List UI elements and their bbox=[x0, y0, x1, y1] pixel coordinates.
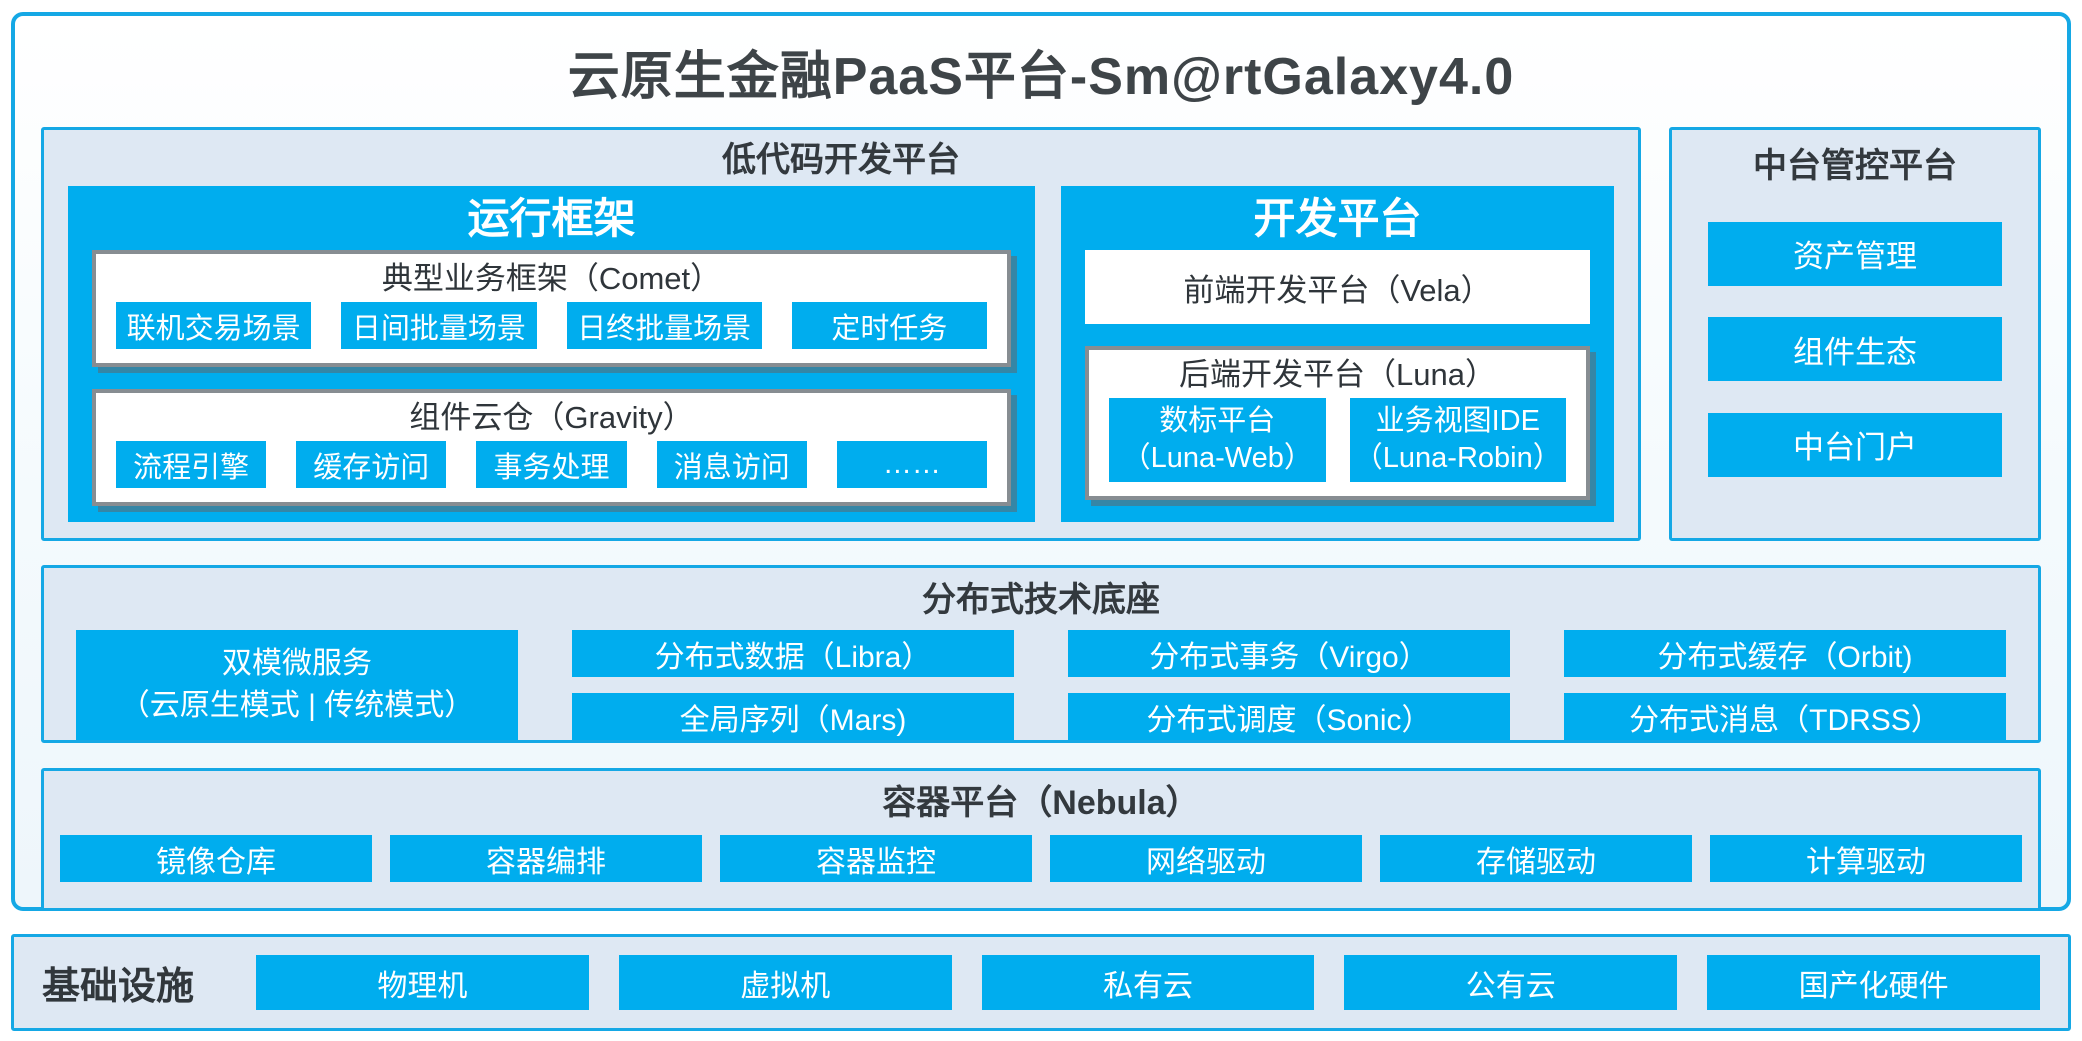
dist-item-mars: 全局序列（Mars) bbox=[572, 693, 1014, 740]
distributed-base-panel: 分布式技术底座 双模微服务 （云原生模式 | 传统模式） 分布式数据（Libra… bbox=[41, 565, 2041, 743]
infra-item-public-cloud: 公有云 bbox=[1344, 955, 1678, 1010]
distributed-column-2: 分布式事务（Virgo） 分布式调度（Sonic） bbox=[1068, 630, 1510, 740]
infrastructure-panel: 基础设施 物理机 虚拟机 私有云 公有云 国产化硬件 bbox=[11, 934, 2071, 1031]
luna-web-name: 数标平台 bbox=[1159, 404, 1276, 437]
gravity-item-transaction: 事务处理 bbox=[476, 441, 627, 488]
container-item-monitoring: 容器监控 bbox=[720, 835, 1032, 882]
infra-item-virtual-machine: 虚拟机 bbox=[618, 955, 952, 1010]
container-item-image-registry: 镜像仓库 bbox=[60, 835, 372, 882]
comet-item-online-trading: 联机交易场景 bbox=[116, 302, 312, 349]
luna-items-row: 数标平台 （Luna-Web） 业务视图IDE （Luna-Robin） bbox=[1109, 398, 1566, 482]
gravity-item-process-engine: 流程引擎 bbox=[116, 441, 267, 488]
gravity-item-ellipsis: …… bbox=[836, 441, 988, 488]
comet-items-row: 联机交易场景 日间批量场景 日终批量场景 定时任务 bbox=[116, 302, 988, 349]
gravity-item-message-access: 消息访问 bbox=[656, 441, 807, 488]
gravity-component-box: 组件云仓（Gravity） 流程引擎 缓存访问 事务处理 消息访问 …… bbox=[92, 389, 1012, 506]
luna-backend-box: 后端开发平台（Luna） 数标平台 （Luna-Web） 业务视图IDE （Lu… bbox=[1085, 346, 1590, 500]
dist-item-libra: 分布式数据（Libra） bbox=[572, 630, 1014, 677]
dual-mode-line2: （云原生模式 | 传统模式） bbox=[119, 689, 475, 722]
dev-platform-box: 开发平台 前端开发平台（Vela） 后端开发平台（Luna） 数标平台 （Lun… bbox=[1061, 186, 1614, 522]
dist-item-virgo: 分布式事务（Virgo） bbox=[1068, 630, 1510, 677]
lowcode-platform-body: 运行框架 典型业务框架（Comet） 联机交易场景 日间批量场景 日终批量场景 … bbox=[68, 186, 1614, 522]
gravity-component-title: 组件云仓（Gravity） bbox=[409, 400, 694, 435]
container-item-orchestration: 容器编排 bbox=[390, 835, 702, 882]
distributed-base-title: 分布式技术底座 bbox=[922, 581, 1160, 619]
runtime-framework-box: 运行框架 典型业务框架（Comet） 联机交易场景 日间批量场景 日终批量场景 … bbox=[68, 186, 1036, 522]
page-title: 云原生金融PaaS平台-Sm@rtGalaxy4.0 bbox=[567, 48, 1515, 106]
gravity-item-cache-access: 缓存访问 bbox=[296, 441, 447, 488]
luna-web-code: （Luna-Web） bbox=[1121, 442, 1313, 474]
mid-item-portal: 中台门户 bbox=[1708, 412, 2002, 477]
luna-robin-name: 业务视图IDE bbox=[1375, 404, 1540, 437]
mid-platform-items: 资产管理 组件生态 中台门户 bbox=[1708, 190, 2002, 508]
dev-platform-title: 开发平台 bbox=[1253, 195, 1422, 242]
lowcode-platform-panel: 低代码开发平台 运行框架 典型业务框架（Comet） 联机交易场景 日间批量场景… bbox=[41, 127, 1641, 541]
infra-item-private-cloud: 私有云 bbox=[981, 955, 1315, 1010]
container-item-storage-driver: 存储驱动 bbox=[1380, 835, 1692, 882]
vela-frontend-box: 前端开发平台（Vela） bbox=[1085, 250, 1590, 324]
container-item-compute-driver: 计算驱动 bbox=[1710, 835, 2022, 882]
luna-robin-code: （Luna-Robin） bbox=[1353, 442, 1562, 474]
top-row: 低代码开发平台 运行框架 典型业务框架（Comet） 联机交易场景 日间批量场景… bbox=[41, 127, 2041, 541]
luna-item-web: 数标平台 （Luna-Web） bbox=[1109, 398, 1326, 482]
mid-item-component-ecosystem: 组件生态 bbox=[1708, 317, 2002, 381]
distributed-column-3: 分布式缓存（Orbit) 分布式消息（TDRSS） bbox=[1564, 630, 2006, 740]
dist-item-sonic: 分布式调度（Sonic） bbox=[1068, 693, 1510, 740]
infra-item-domestic-hardware: 国产化硬件 bbox=[1707, 955, 2040, 1010]
comet-item-daytime-batch: 日间批量场景 bbox=[341, 302, 537, 349]
architecture-diagram-container: 云原生金融PaaS平台-Sm@rtGalaxy4.0 低代码开发平台 运行框架 … bbox=[11, 12, 2071, 911]
infra-item-physical-machine: 物理机 bbox=[256, 955, 589, 1010]
container-platform-title: 容器平台（Nebula） bbox=[882, 784, 1200, 822]
dual-mode-microservice-box: 双模微服务 （云原生模式 | 传统模式） bbox=[76, 630, 518, 740]
mid-item-asset-management: 资产管理 bbox=[1708, 221, 2002, 286]
comet-framework-box: 典型业务框架（Comet） 联机交易场景 日间批量场景 日终批量场景 定时任务 bbox=[92, 250, 1012, 367]
dist-item-orbit: 分布式缓存（Orbit) bbox=[1564, 630, 2006, 677]
container-platform-items: 镜像仓库 容器编排 容器监控 网络驱动 存储驱动 计算驱动 bbox=[60, 835, 2022, 882]
distributed-column-1: 分布式数据（Libra） 全局序列（Mars) bbox=[572, 630, 1014, 740]
runtime-framework-title: 运行框架 bbox=[467, 195, 636, 242]
distributed-base-body: 双模微服务 （云原生模式 | 传统模式） 分布式数据（Libra） 全局序列（M… bbox=[76, 630, 2006, 740]
comet-item-scheduled-task: 定时任务 bbox=[791, 302, 988, 349]
dual-mode-line1: 双模微服务 bbox=[222, 647, 372, 680]
mid-platform-title: 中台管控平台 bbox=[1753, 147, 1957, 185]
gravity-items-row: 流程引擎 缓存访问 事务处理 消息访问 …… bbox=[116, 441, 988, 488]
infrastructure-label: 基础设施 bbox=[42, 966, 195, 1008]
lowcode-platform-title: 低代码开发平台 bbox=[722, 141, 960, 179]
container-item-network-driver: 网络驱动 bbox=[1050, 835, 1362, 882]
container-platform-panel: 容器平台（Nebula） 镜像仓库 容器编排 容器监控 网络驱动 存储驱动 计算… bbox=[41, 768, 2041, 911]
luna-item-robin: 业务视图IDE （Luna-Robin） bbox=[1349, 398, 1566, 482]
luna-backend-title: 后端开发平台（Luna） bbox=[1179, 357, 1496, 392]
comet-framework-title: 典型业务框架（Comet） bbox=[381, 261, 722, 296]
mid-platform-panel: 中台管控平台 资产管理 组件生态 中台门户 bbox=[1669, 127, 2041, 541]
comet-item-eod-batch: 日终批量场景 bbox=[566, 302, 762, 349]
dist-item-tdrss: 分布式消息（TDRSS） bbox=[1564, 693, 2006, 740]
